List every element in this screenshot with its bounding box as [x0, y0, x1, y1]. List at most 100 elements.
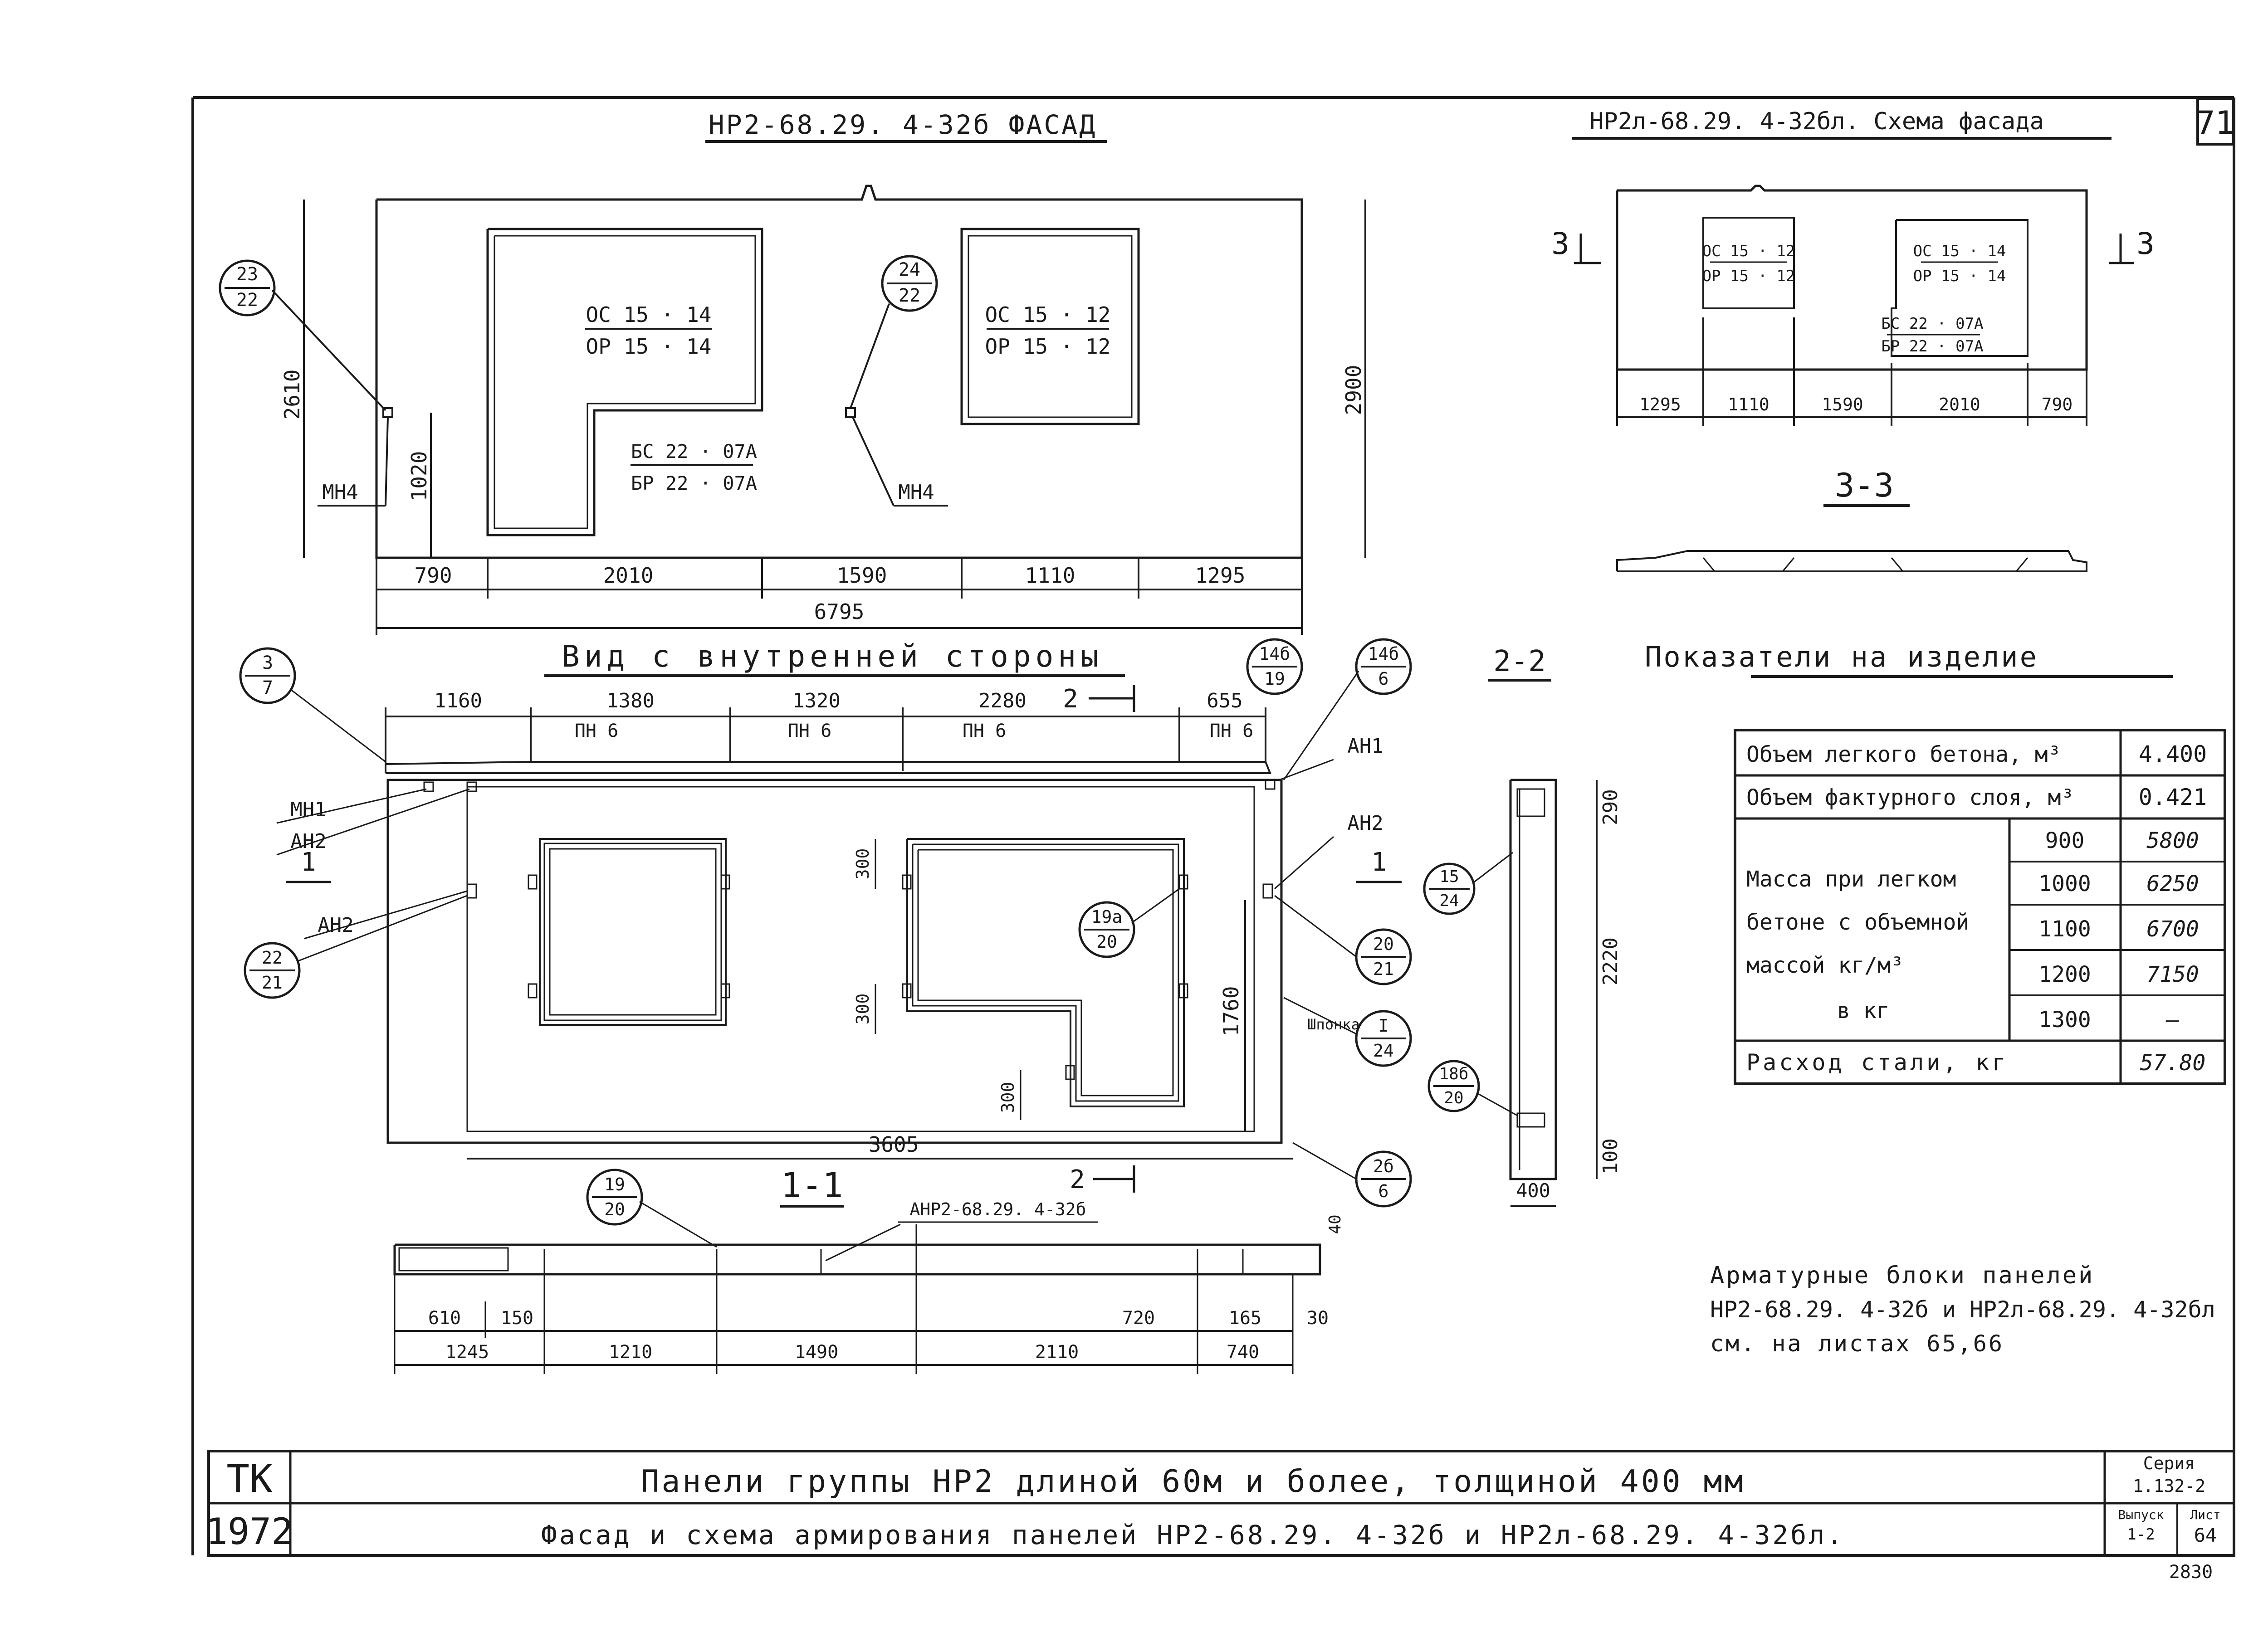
- inner-dim-300-a: 300: [853, 848, 873, 880]
- indicators-mass-label-2: бетоне с объемной: [1746, 910, 1969, 935]
- indicators-val-volume-light: 4.400: [2139, 741, 2207, 767]
- svg-text:14б: 14б: [1368, 644, 1399, 664]
- scheme-view: НР2л-68.29. 4-32бл. Схема фасада ОС 15 ·…: [1551, 108, 2155, 572]
- note-line-1: Арматурные блоки панелей: [1710, 1262, 2094, 1289]
- facade-dim-5: 1295: [1195, 563, 1246, 588]
- svg-text:23: 23: [236, 264, 258, 285]
- sheet-number-box: 71: [2195, 97, 2236, 146]
- inner-dim-3605: 3605: [869, 1132, 919, 1157]
- sec11-dim-1490: 1490: [795, 1342, 838, 1363]
- inner-callout-14b-19: 14б 19: [1246, 638, 1303, 695]
- facade-title: НР2-68.29. 4-32б ФАСАД: [709, 109, 1097, 140]
- inner-dim-2: 1380: [606, 689, 655, 712]
- indicators-val-steel: 57.80: [2140, 1050, 2206, 1076]
- facade-dim-1: 790: [414, 563, 452, 588]
- sec22-callout-18b-20: 18б 20: [1427, 1060, 1518, 1116]
- svg-text:20: 20: [604, 1199, 625, 1219]
- inner-view-title: Вид с внутренней стороны: [562, 639, 1103, 674]
- inner-callout-20-21: 20 21: [1274, 895, 1412, 985]
- svg-text:3: 3: [262, 653, 273, 673]
- svg-text:24: 24: [1439, 892, 1459, 910]
- svg-text:21: 21: [262, 973, 283, 993]
- scheme-door-top: БС 22 · 07А: [1881, 315, 1983, 333]
- titleblock-stamp: 2830: [2169, 1562, 2213, 1583]
- scheme-door-bottom: БР 22 · 07А: [1881, 337, 1983, 356]
- scheme-dim-5: 790: [2042, 395, 2073, 414]
- inner-callout-3-7: 3 7: [239, 647, 386, 763]
- sec22-dim-290: 290: [1599, 789, 1622, 825]
- svg-text:19: 19: [604, 1174, 625, 1194]
- svg-text:I: I: [1378, 1016, 1389, 1036]
- inner-cut2-top: 2: [1063, 684, 1078, 714]
- indicators-mass-label-4: в кг: [1837, 998, 1890, 1023]
- sec11-dim-2110: 2110: [1035, 1342, 1079, 1363]
- sheet-frame: [191, 96, 2235, 1555]
- inner-pn-4: ПН 6: [1210, 721, 1253, 741]
- indicators-mass-1000: 6250: [2146, 871, 2199, 896]
- facade-door-bottom: БР 22 · 07А: [631, 472, 757, 494]
- svg-text:6: 6: [1378, 1181, 1389, 1201]
- inner-callout-2b-6: 2б 6: [1292, 1142, 1412, 1208]
- indicators-row-volume-light: Объем легкого бетона, м³: [1746, 742, 2061, 767]
- scheme-title: НР2л-68.29. 4-32бл. Схема фасада: [1589, 108, 2044, 135]
- indicators-mass-900: 5800: [2146, 828, 2199, 853]
- sec22-dim-100: 100: [1599, 1138, 1622, 1174]
- sec22-dim-400: 400: [1516, 1179, 1550, 1202]
- sec22-dim-2220: 2220: [1599, 937, 1622, 985]
- inner-callout-22-21: 22 21: [244, 895, 468, 999]
- sec11-profile: [393, 1243, 1321, 1276]
- titleblock-series-value: 1.132-2: [2133, 1476, 2205, 1496]
- inner-view: Вид с внутренней стороны 1160 1380 1 3 20 …: [239, 638, 1412, 1208]
- scheme-win1-top: ОС 15 · 12: [1702, 242, 1795, 260]
- section-22-title: 2-2: [1493, 645, 1546, 678]
- section-33-title: 3-3: [1835, 466, 1894, 504]
- section-11: 1-1 АНР2-68.29. 4-32б 19 20 610 150: [393, 1165, 1344, 1374]
- sec11-dim-30: 30: [1307, 1308, 1329, 1329]
- sec11-dim-1245: 1245: [445, 1342, 489, 1363]
- section-33-profile: [1616, 550, 2087, 572]
- inner-cut1-right: 1: [1371, 848, 1387, 877]
- sec11-dim-165: 165: [1229, 1308, 1261, 1329]
- svg-text:18б: 18б: [1439, 1065, 1468, 1083]
- facade-dim-height-right: 2900: [1341, 365, 1366, 415]
- scheme-win2-top: ОС 15 · 14: [1913, 242, 2006, 260]
- indicators-mass-label-3: массой кг/м³: [1746, 953, 1904, 978]
- facade-door-top: БС 22 · 07А: [631, 440, 757, 463]
- svg-text:24: 24: [1373, 1041, 1394, 1061]
- indicators-mass-1200: 7150: [2146, 962, 2199, 987]
- inner-cut1-left: 1: [301, 848, 316, 877]
- titleblock-org: ТК: [226, 1457, 273, 1501]
- svg-text:22: 22: [262, 948, 283, 968]
- facade-window-left: [486, 228, 763, 536]
- svg-text:20: 20: [1444, 1089, 1463, 1107]
- facade-mnch-left: МН4: [322, 481, 358, 504]
- inner-dim-3: 1320: [792, 689, 841, 712]
- sheet-number: 71: [2195, 104, 2235, 141]
- titleblock-line-2: Фасад и схема армирования панелей НР2-68…: [541, 1520, 1845, 1550]
- indicators-title: Показатели на изделие: [1645, 640, 2038, 673]
- scheme-dim-2: 1110: [1728, 395, 1769, 414]
- titleblock-year: 1972: [206, 1510, 293, 1553]
- inner-dim-300-b: 300: [853, 994, 873, 1025]
- scheme-cut-right: 3: [2136, 226, 2155, 261]
- sec11-dim-40: 40: [1326, 1214, 1344, 1234]
- indicators-density-1100: 1100: [2038, 916, 2091, 942]
- scheme-dim-1: 1295: [1639, 395, 1681, 414]
- facade-mnch-right: МН4: [898, 481, 934, 504]
- svg-text:19а: 19а: [1091, 907, 1123, 927]
- note-line-3: см. на листах 65,66: [1710, 1330, 2004, 1357]
- indicators-density-1200: 1200: [2038, 962, 2091, 987]
- inner-callout-I-24: I 24: [1283, 997, 1412, 1067]
- indicators-table: Показатели на изделие Объем легкого бето…: [1645, 640, 2226, 1085]
- facade-window-left-bottom: ОР 15 · 14: [586, 334, 712, 359]
- sec11-dim-720: 720: [1122, 1308, 1155, 1329]
- scheme-cut-left: 3: [1551, 226, 1569, 261]
- inner-dim-1: 1160: [434, 689, 482, 712]
- title-block: ТК 1972 Панели группы НР2 длиной 60м и б…: [206, 1450, 2235, 1583]
- svg-text:24: 24: [899, 259, 920, 280]
- facade-dim-3: 1590: [837, 563, 887, 588]
- titleblock-sheet-value: 64: [2194, 1524, 2217, 1546]
- svg-text:20: 20: [1096, 932, 1117, 952]
- sec11-dim-150: 150: [501, 1308, 533, 1329]
